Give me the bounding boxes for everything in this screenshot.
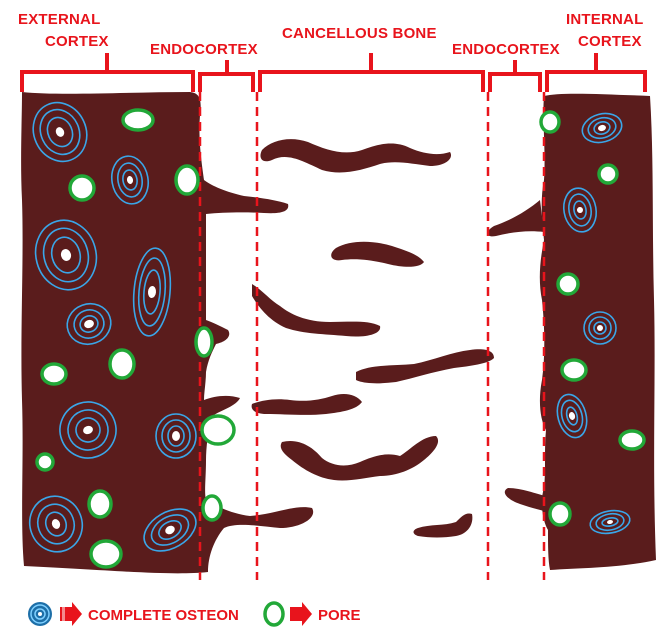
osteon (156, 414, 196, 458)
bracket-internal-cortex (547, 55, 645, 90)
endocortex-right-spike-upper (487, 200, 544, 236)
trabecula (252, 394, 362, 415)
bone-tissue (21, 92, 656, 573)
trabecula (331, 242, 424, 267)
legend-pore-label: PORE (318, 607, 361, 624)
pore (196, 328, 212, 356)
bracket-endocortex-left (200, 62, 253, 90)
internal-cortex-label-line2: CORTEX (578, 33, 642, 50)
legend-pore-arrow-icon (290, 602, 312, 626)
trabecula (260, 139, 451, 172)
internal-cortex (540, 94, 656, 570)
pore (550, 503, 570, 525)
pore (202, 416, 234, 444)
pore (176, 166, 198, 194)
pore (37, 454, 53, 470)
trabecula (414, 513, 473, 537)
cancellous-bone-label: CANCELLOUS BONE (282, 25, 437, 42)
endocortex-right-label: ENDOCORTEX (452, 41, 560, 58)
legend-osteon-icon (28, 602, 52, 626)
trabecula (356, 349, 494, 383)
external-cortex-label-line1: EXTERNAL (18, 11, 100, 28)
pore (558, 274, 578, 294)
osteon (584, 312, 616, 344)
pore (89, 491, 111, 517)
pore (110, 350, 134, 378)
pore (599, 165, 617, 183)
external-cortex-label-line2: CORTEX (45, 33, 109, 50)
pore (562, 360, 586, 380)
pore (70, 176, 94, 200)
trabecula (281, 436, 438, 481)
trabecula (252, 284, 380, 337)
legend-osteon-label: COMPLETE OSTEON (88, 607, 239, 624)
region-brackets (22, 55, 645, 90)
bracket-external-cortex (22, 55, 193, 90)
pore (42, 364, 66, 384)
legend-pore-icon (265, 603, 283, 625)
pore (620, 431, 644, 449)
endocortex-left-label: ENDOCORTEX (150, 41, 258, 58)
legend: COMPLETE OSTEON PORE (28, 602, 361, 626)
internal-cortex-label-line1: INTERNAL (566, 11, 643, 28)
pore (203, 496, 221, 520)
pore (91, 541, 121, 567)
endocortex-right-spike-lower (505, 488, 548, 512)
external-cortex (21, 92, 313, 573)
pore (123, 110, 153, 130)
bracket-cancellous-bone (260, 55, 483, 90)
bracket-endocortex-right (490, 62, 540, 90)
pore (541, 112, 559, 132)
